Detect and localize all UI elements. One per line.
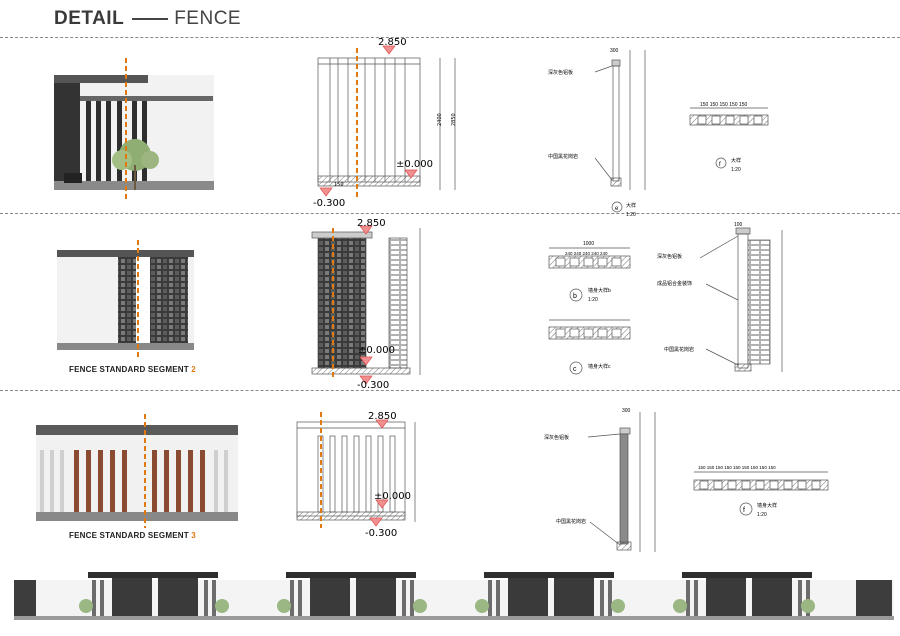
section-1 [594,50,646,213]
render-segment-2 [57,240,194,360]
elev1-d1: 2400 [437,113,443,126]
plan2-tag-c: c [573,366,577,373]
elev1-bottom: -0.300 [313,198,345,209]
sect3-note1: 深灰色铝板 [544,434,569,441]
title-light: FENCE [174,8,242,29]
sect2-d1: 100 [734,222,743,228]
sect1-tag: e [615,206,619,212]
elev3-bottom: -0.300 [365,528,397,539]
segment-2-label: FENCE STANDARD SEGMENT 2 [69,365,196,374]
render-segment-3 [36,414,238,528]
plan1-dims: 150 150 150 150 150 [700,102,747,108]
elev2-bottom: -0.300 [357,380,389,391]
elevation-1 [317,45,456,200]
elev2-zero: ±0.000 [358,345,395,356]
plan2-label-b: 墙身大样b [588,287,611,294]
plan-3 [693,471,829,516]
plan-1 [689,107,769,169]
sect1-note2: 中国黑花岗岩 [548,153,578,160]
section-3 [587,412,656,552]
plan2-tag-b: b [573,293,577,300]
plan3-tag: f [743,507,745,514]
elev1-zero: ±0.000 [396,159,433,170]
elev1-top: 2.850 [378,37,407,48]
divider-1 [0,37,900,38]
plan1-scale: 1:20 [731,167,741,173]
elevation-2 [311,225,421,385]
sect3-note2: 中国黑花岗岩 [556,518,586,525]
sect1-scale: 1:20 [626,212,636,218]
elevation-3 [296,412,416,528]
plan3-scale: 1:20 [757,512,767,518]
plan1-tag-label: 大样 [731,157,741,164]
sect1-note1: 深灰色铝板 [548,69,573,76]
plan2-d1: 1000 [583,241,594,247]
sect2-note2: 成品铝合金装饰 [657,280,692,287]
plan2-label-c: 墙身大样c [588,363,611,370]
elev2-top: 2.850 [357,218,386,229]
fence-panorama [14,572,894,620]
elev1-d2: 2850 [451,113,457,126]
section-2 [699,227,783,372]
elev3-zero: ±0.000 [374,491,411,502]
plan3-dims: 150 150 150 150 150 150 150 150 150 [698,465,776,470]
plan3-label: 墙身大样 [757,502,777,509]
sect3-d1: 300 [622,408,631,414]
render-segment-1 [54,58,214,202]
plan2-d2: 240 240 240 240 240 [565,251,608,256]
title-bold: DETAIL [54,8,125,29]
sect2-note1: 深灰色铝板 [657,253,682,260]
plan2-scale-b: 1:20 [588,297,598,303]
page-title: DETAIL FENCE [54,8,241,30]
segment-3-label: FENCE STANDARD SEGMENT 3 [69,531,196,540]
divider-3 [0,390,900,391]
sect2-note3: 中国黑花岗岩 [664,346,694,353]
elev3-top: 2.850 [368,411,397,422]
plan1-tag: f [719,162,721,168]
sect1-d1: 300 [610,48,619,54]
elev1-d4: 150 [334,182,344,188]
plan-2 [548,247,631,375]
divider-2 [0,213,900,214]
title-rule [132,17,169,20]
sect1-tag-label: 大样 [626,202,636,209]
